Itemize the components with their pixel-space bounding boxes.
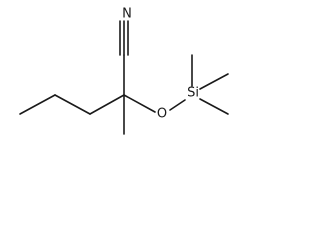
- molecule-diagram: N O Si: [19, 7, 229, 135]
- atom-label-silicon: Si: [187, 86, 199, 101]
- bond-c3-quaternary: [89, 94, 125, 115]
- bond-c2-c3: [54, 94, 91, 115]
- bond-c1-c2: [19, 94, 56, 115]
- bond-carbon-oxygen: [123, 94, 156, 113]
- bond-si-methyl-upper-right: [199, 73, 229, 90]
- atom-label-nitrogen: N: [122, 7, 132, 22]
- bond-oxygen-silicon: [169, 99, 186, 111]
- atom-label-oxygen: O: [157, 107, 167, 122]
- structure-canvas: N O Si: [0, 0, 248, 154]
- bond-si-methyl-lower-right: [199, 98, 229, 115]
